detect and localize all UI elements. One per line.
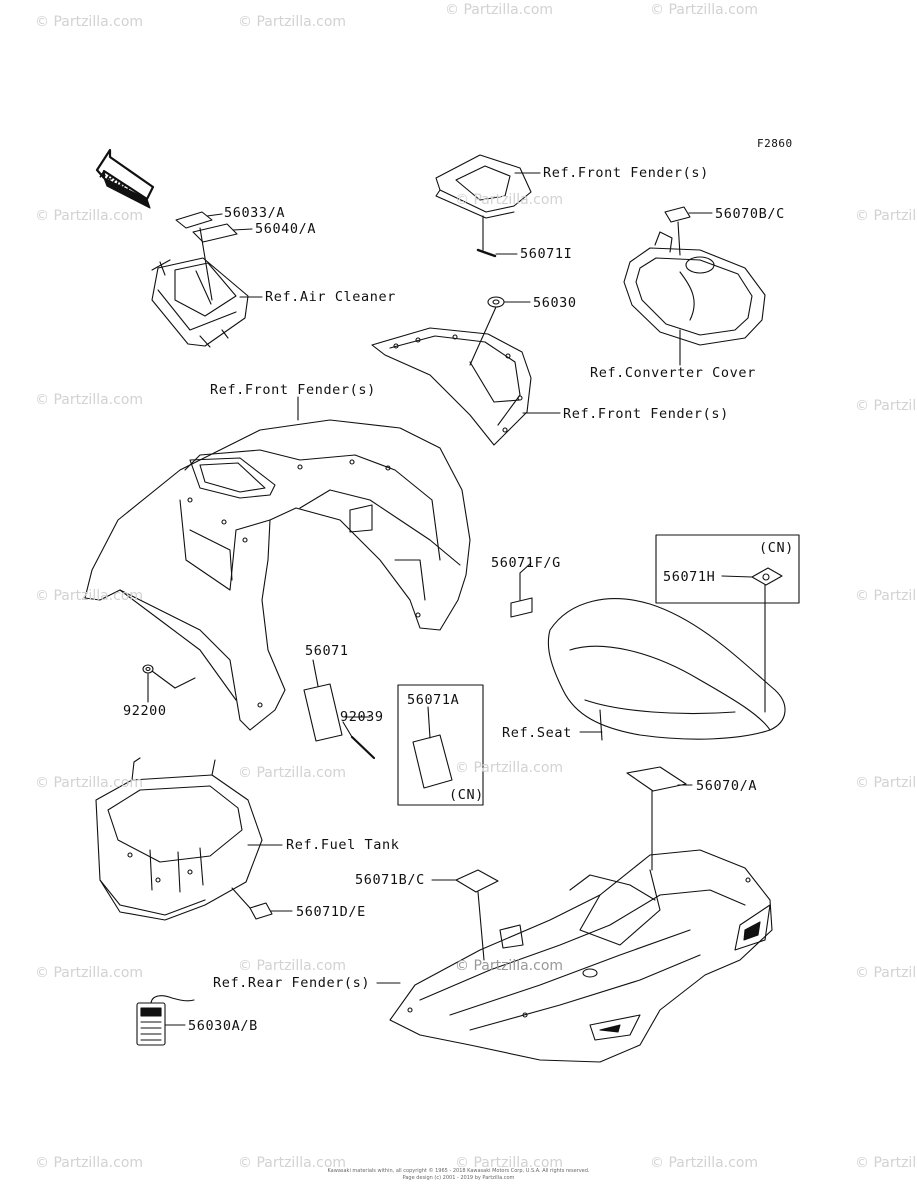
callout-front-fender-top: Ref.Front Fender(s) bbox=[543, 165, 709, 181]
watermark: © Partzilla.com bbox=[455, 192, 564, 208]
callout-fuel-tank: Ref.Fuel Tank bbox=[286, 837, 400, 853]
watermark: © Partzilla.com bbox=[855, 398, 917, 414]
watermark: © Partzilla.com bbox=[855, 965, 917, 981]
tag-56030AB-icon bbox=[136, 995, 195, 1046]
figure-code: F2860 bbox=[757, 137, 793, 150]
watermark: © Partzilla.com bbox=[455, 1155, 564, 1171]
decal-56033-icon bbox=[175, 211, 213, 229]
callout-92039: 92039 bbox=[340, 709, 384, 725]
callout-seat: Ref.Seat bbox=[502, 725, 572, 741]
washer-56030-icon bbox=[487, 296, 505, 308]
callout-56033: 56033/A bbox=[224, 205, 286, 221]
watermark: © Partzilla.com bbox=[650, 1155, 759, 1171]
decal-56071FG-icon bbox=[510, 597, 533, 618]
footer-copyright: Kawasaki materials within, all copyright… bbox=[327, 1168, 590, 1174]
footer-page-design: Page design (c) 2001 - 2019 by Partzilla… bbox=[402, 1175, 515, 1181]
callout-rear-fender: Ref.Rear Fender(s) bbox=[213, 975, 371, 991]
callout-56071A: 56071A bbox=[407, 692, 460, 708]
decal-56070A-icon bbox=[626, 766, 687, 792]
watermark: © Partzilla.com bbox=[238, 765, 347, 781]
callout-56071BC: 56071B/C bbox=[355, 872, 425, 888]
callout-56070A: 56070/A bbox=[696, 778, 758, 794]
callout-front-fender-right: Ref.Front Fender(s) bbox=[563, 406, 729, 422]
callout-56070BC: 56070B/C bbox=[715, 206, 785, 222]
callout-front-fender-main: Ref.Front Fender(s) bbox=[210, 382, 376, 398]
front-fender-panel-icon bbox=[435, 154, 532, 219]
front-fender-inner-icon bbox=[371, 327, 532, 446]
watermark: © Partzilla.com bbox=[855, 588, 917, 604]
fuel-tank-icon bbox=[95, 757, 263, 921]
decal-56071A-icon bbox=[412, 734, 453, 789]
decal-56070BC-icon bbox=[664, 206, 691, 223]
front-fender-icon bbox=[84, 419, 471, 731]
watermark: © Partzilla.com bbox=[35, 1155, 144, 1171]
watermark: © Partzilla.com bbox=[238, 958, 347, 974]
watermark: © Partzilla.com bbox=[35, 775, 144, 791]
decal-56071H-icon bbox=[751, 567, 783, 586]
watermark: © Partzilla.com bbox=[35, 965, 144, 981]
callout-56030: 56030 bbox=[533, 295, 577, 311]
watermark: © Partzilla.com bbox=[238, 1155, 347, 1171]
callout-air-cleaner: Ref.Air Cleaner bbox=[265, 289, 396, 305]
wire-92039-icon bbox=[350, 735, 376, 760]
seat-icon bbox=[547, 598, 786, 741]
callout-converter-cover: Ref.Converter Cover bbox=[590, 365, 756, 381]
watermark: © Partzilla.com bbox=[35, 392, 144, 408]
callout-56071H: 56071H bbox=[663, 569, 716, 585]
rear-fender-icon bbox=[389, 849, 773, 1063]
decal-56071BC-icon bbox=[455, 869, 499, 893]
watermark: © Partzilla.com bbox=[855, 208, 917, 224]
decal-56071-icon bbox=[303, 683, 343, 742]
callout-92200: 92200 bbox=[123, 703, 167, 719]
converter-cover-icon bbox=[623, 231, 766, 346]
cn-tag-top: (CN) bbox=[759, 540, 794, 556]
front-arrow-icon bbox=[95, 148, 155, 209]
callout-56071: 56071 bbox=[305, 643, 349, 659]
watermark: © Partzilla.com bbox=[855, 775, 917, 791]
callout-56071FG: 56071F/G bbox=[491, 555, 561, 571]
watermark: © Partzilla.com bbox=[35, 208, 144, 224]
watermark: © Partzilla.com bbox=[855, 1155, 917, 1171]
watermark: © Partzilla.com bbox=[650, 2, 759, 18]
cn-inset-box-mid bbox=[397, 684, 484, 806]
watermark: © Partzilla.com bbox=[35, 588, 144, 604]
watermark: © Partzilla.com bbox=[455, 958, 564, 974]
callout-56071I: 56071I bbox=[520, 246, 573, 262]
air-cleaner-icon bbox=[151, 257, 249, 348]
watermark: © Partzilla.com bbox=[35, 14, 144, 30]
watermark: © Partzilla.com bbox=[445, 2, 554, 18]
cn-inset-box-top bbox=[655, 534, 800, 604]
callout-56071DE: 56071D/E bbox=[296, 904, 366, 920]
callout-56030AB: 56030A/B bbox=[188, 1018, 258, 1034]
decal-56071DE-icon bbox=[249, 902, 273, 920]
watermark: © Partzilla.com bbox=[238, 14, 347, 30]
decal-56040-icon bbox=[192, 223, 238, 243]
cn-tag-mid: (CN) bbox=[449, 787, 484, 803]
grommet-92200-icon bbox=[142, 664, 154, 674]
watermark: © Partzilla.com bbox=[455, 760, 564, 776]
decal-56071I-icon bbox=[476, 248, 497, 258]
callout-56040: 56040/A bbox=[255, 221, 317, 237]
